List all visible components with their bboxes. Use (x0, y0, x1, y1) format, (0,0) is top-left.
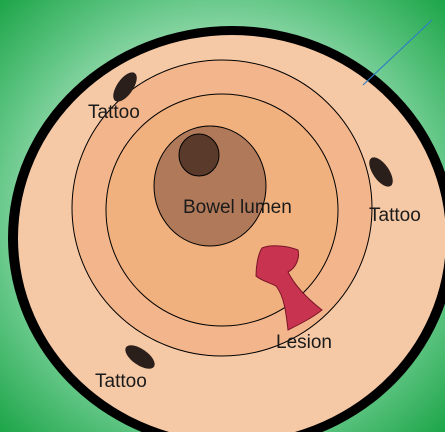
lesion-label: Lesion (276, 332, 332, 353)
lumen-core (179, 134, 219, 176)
bowel-lumen-label: Bowel lumen (183, 197, 292, 218)
tattoo-label-right: Tattoo (369, 205, 421, 226)
tattoo-label-top-left: Tattoo (88, 102, 140, 123)
tattoo-label-bottom-left: Tattoo (95, 371, 147, 392)
